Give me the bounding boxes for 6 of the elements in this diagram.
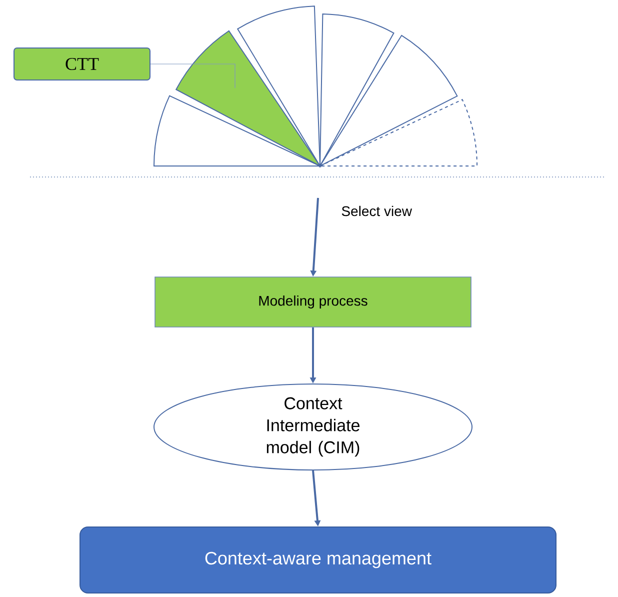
management-box: Context-aware management bbox=[80, 526, 556, 594]
process-box: Modeling process bbox=[154, 276, 472, 328]
leader-line bbox=[150, 64, 236, 88]
edge-label: Select view bbox=[340, 204, 413, 218]
label-box: CTT bbox=[14, 48, 150, 80]
sector-shape bbox=[176, 30, 320, 166]
